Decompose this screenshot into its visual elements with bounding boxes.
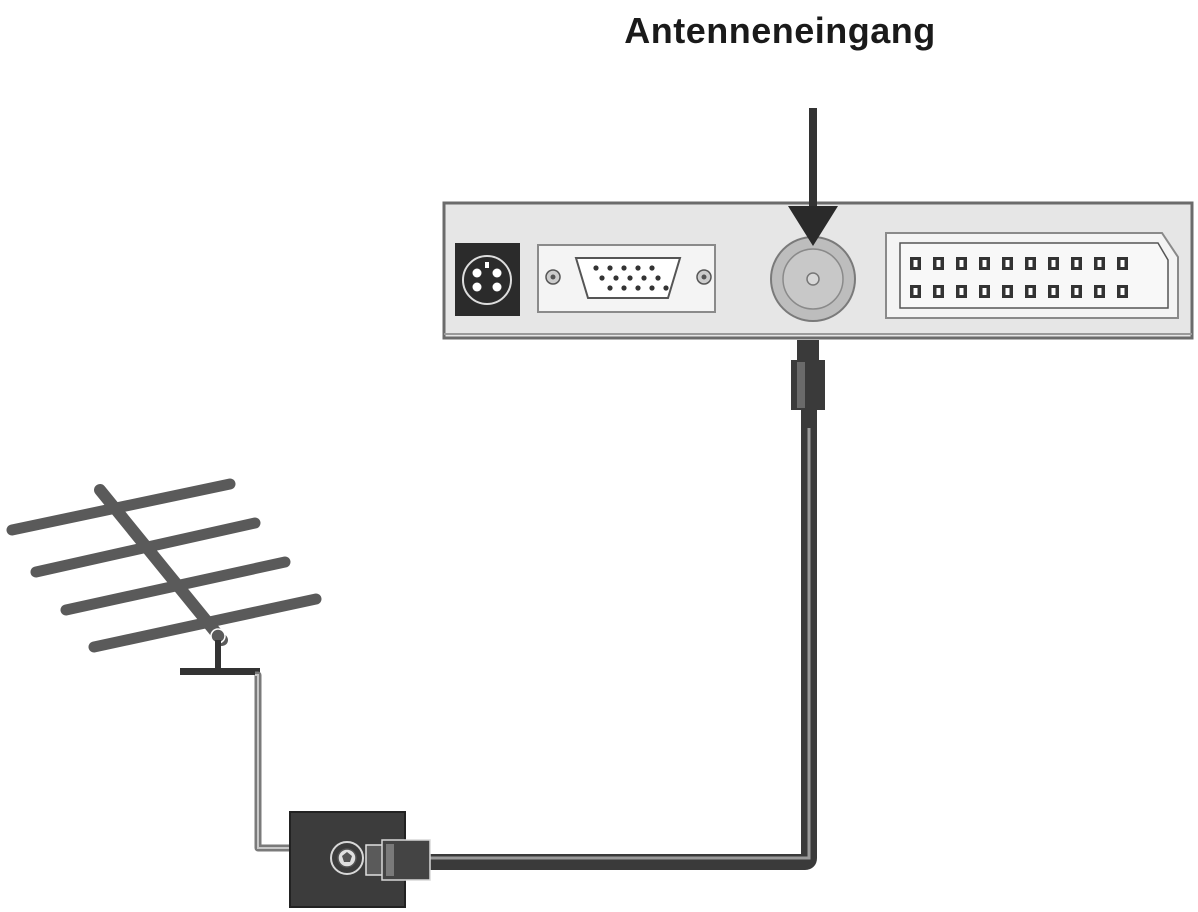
vga-pin [641, 275, 647, 281]
vga-pin [607, 265, 613, 271]
vga-pin [635, 265, 641, 271]
power-socket-icon [455, 243, 520, 316]
scart-pin-slot [913, 288, 918, 295]
scart-pins [910, 257, 1128, 298]
scart-pin-slot [1028, 260, 1033, 267]
antenna-cable [430, 428, 817, 870]
scart-pin-slot [959, 260, 964, 267]
vga-pin [613, 275, 619, 281]
scart-pin-slot [1028, 288, 1033, 295]
scart-pin-slot [936, 260, 941, 267]
scart-pin-slot [1120, 288, 1125, 295]
vga-port-icon [537, 244, 716, 313]
antenna-feed-cable [254, 671, 292, 852]
coaxial-port-icon [770, 236, 856, 322]
vga-pin [627, 275, 633, 281]
scart-pin-slot [982, 288, 987, 295]
coax-plug-icon [791, 340, 825, 428]
vga-pin [607, 285, 613, 291]
wall-coax-plug-icon [365, 839, 431, 881]
vga-pin [599, 275, 605, 281]
antenna-input-label: Antenneneingang [624, 10, 936, 51]
arrow-down-icon [788, 108, 838, 246]
vga-pin [635, 285, 641, 291]
scart-pin-slot [1005, 288, 1010, 295]
scart-pin-slot [1097, 260, 1102, 267]
scart-port-icon [885, 232, 1179, 319]
scart-pin-slot [1051, 288, 1056, 295]
vga-pins [593, 265, 669, 291]
scart-pin-slot [1120, 260, 1125, 267]
vga-pin [655, 275, 661, 281]
scart-pin-slot [1074, 288, 1079, 295]
scart-pin-slot [913, 260, 918, 267]
scart-pin-slot [982, 260, 987, 267]
antenna-icon [6, 478, 322, 675]
scart-pin-slot [936, 288, 941, 295]
vga-pin [663, 285, 669, 291]
vga-pin [621, 285, 627, 291]
vga-pin [649, 285, 655, 291]
scart-pin-slot [1097, 288, 1102, 295]
scart-pin-slot [1005, 260, 1010, 267]
scart-pin-slot [1051, 260, 1056, 267]
vga-pin [621, 265, 627, 271]
scart-pin-slot [1074, 260, 1079, 267]
scart-pin-slot [959, 288, 964, 295]
vga-pin [649, 265, 655, 271]
vga-pin [593, 265, 599, 271]
